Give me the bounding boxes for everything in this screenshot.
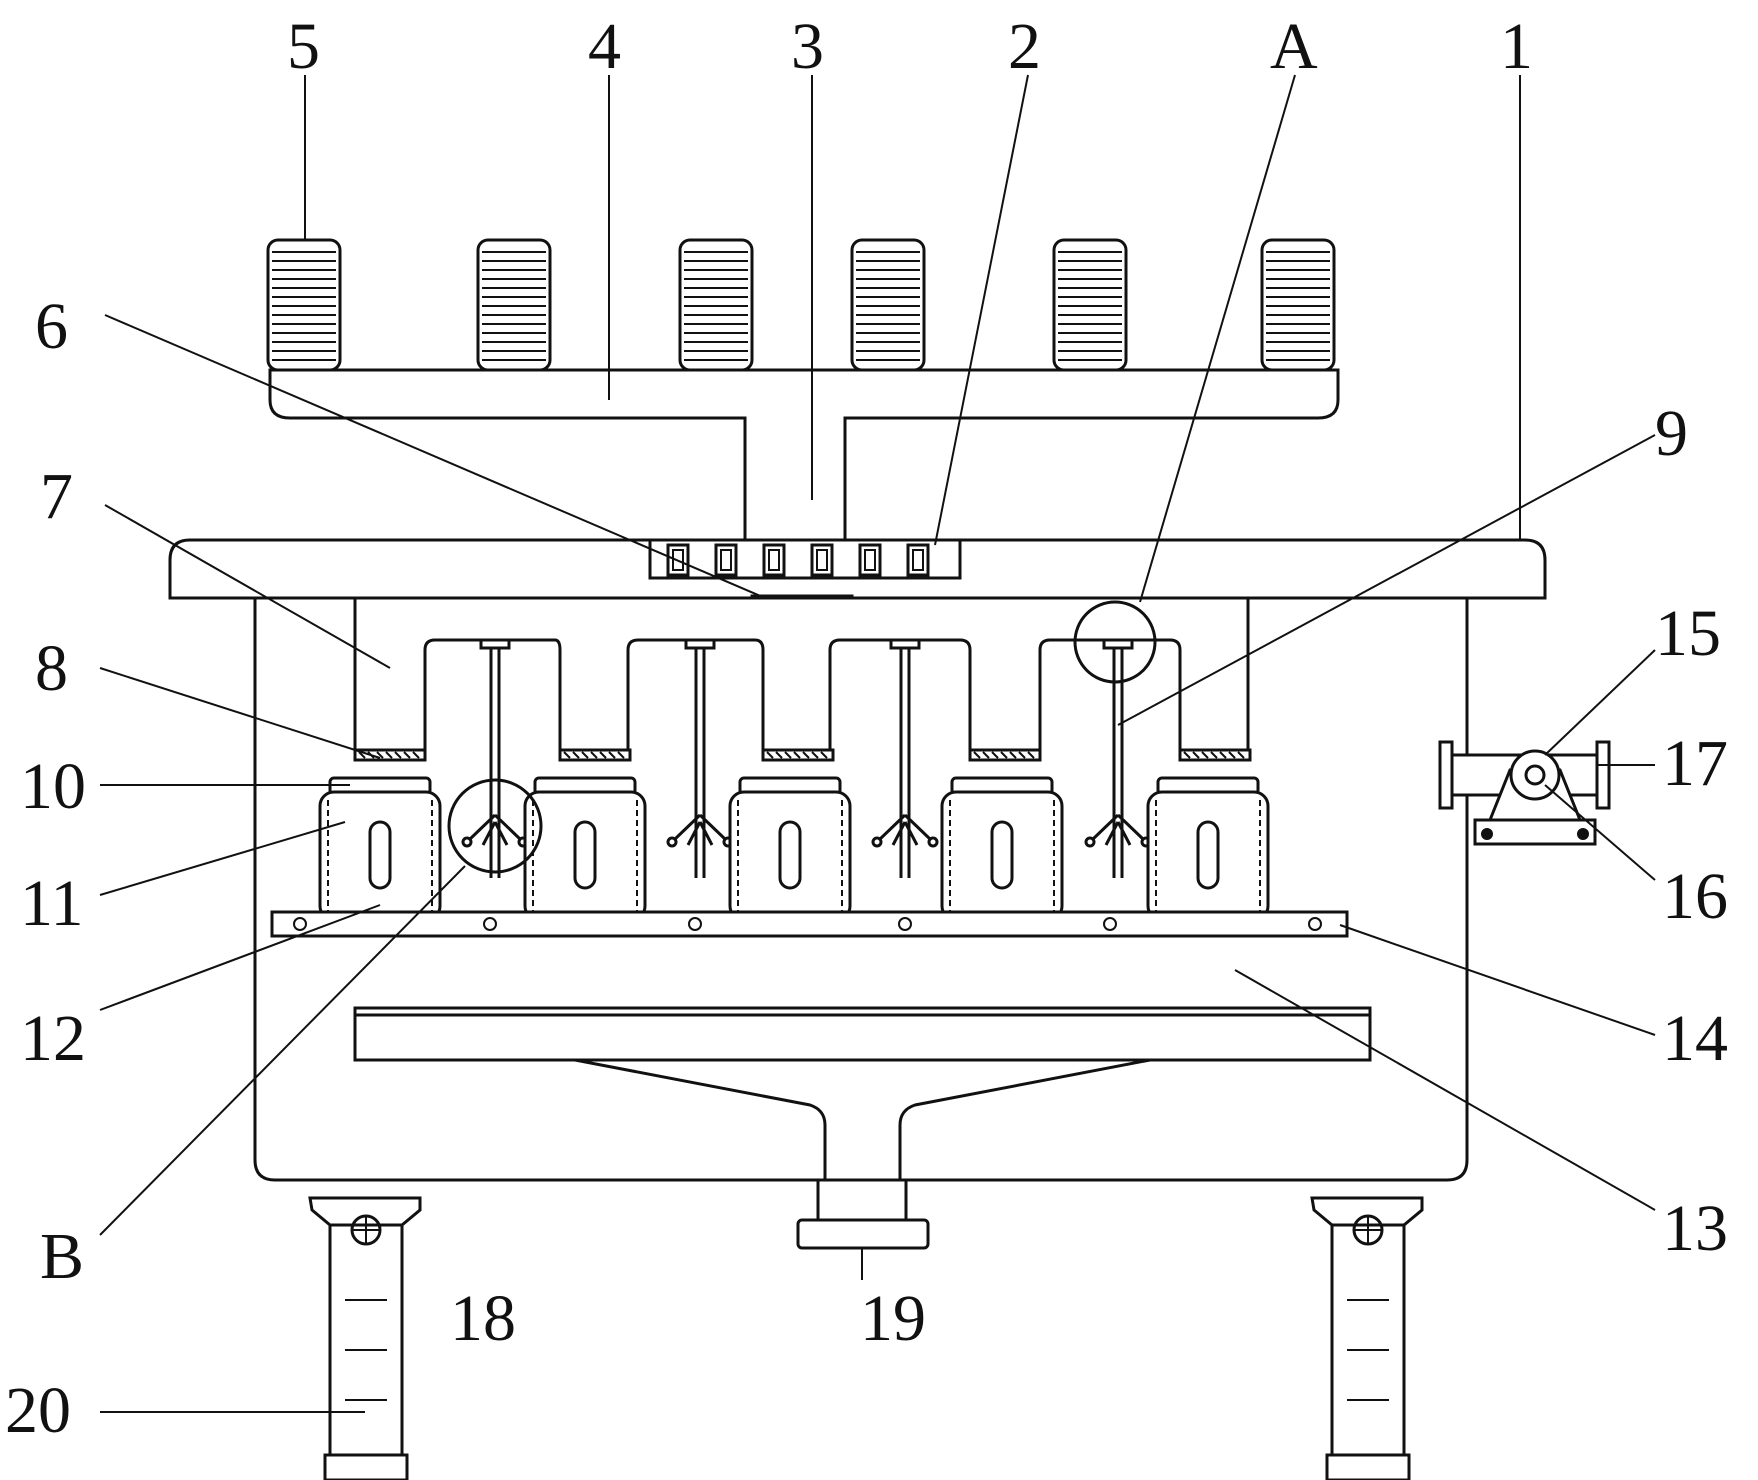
- label-3: 3: [791, 10, 824, 83]
- label-18: 18: [450, 1282, 516, 1355]
- label-1: 1: [1500, 10, 1533, 83]
- leader-lines: [99, 74, 1656, 1413]
- label-16: 16: [1662, 860, 1728, 933]
- cups-10-11: [318, 776, 1270, 936]
- label-14: 14: [1662, 1002, 1728, 1075]
- label-13: 13: [1662, 1192, 1728, 1265]
- label-20: 20: [5, 1374, 71, 1447]
- detail-circle-b: [447, 778, 543, 874]
- label-17: 17: [1662, 727, 1728, 800]
- label-15: 15: [1655, 597, 1721, 670]
- rail-14: [270, 910, 1349, 938]
- label-19: 19: [860, 1282, 926, 1355]
- legs-20: [308, 1196, 1424, 1480]
- tray-18: [353, 1006, 1372, 1180]
- label-11: 11: [20, 867, 84, 940]
- label-10: 10: [20, 750, 86, 823]
- part-labels: 5 4 3 2 A 1 6 7 9 8 15 10 17 11 16 12 14…: [5, 10, 1728, 1447]
- label-12: 12: [20, 1002, 86, 1075]
- detail-circle-a: [1073, 600, 1157, 684]
- label-4: 4: [588, 10, 621, 83]
- pads-8: [353, 748, 1252, 762]
- label-2: 2: [1008, 10, 1041, 83]
- label-7: 7: [40, 460, 73, 533]
- label-b: B: [40, 1220, 84, 1293]
- label-6: 6: [35, 290, 68, 363]
- side-pipe-15-17: [1438, 740, 1611, 846]
- label-5: 5: [287, 10, 320, 83]
- drain-valve-19: [796, 1178, 930, 1250]
- label-a: A: [1270, 10, 1318, 83]
- label-9: 9: [1655, 397, 1688, 470]
- spindles-5: [266, 238, 1336, 372]
- label-8: 8: [35, 632, 68, 705]
